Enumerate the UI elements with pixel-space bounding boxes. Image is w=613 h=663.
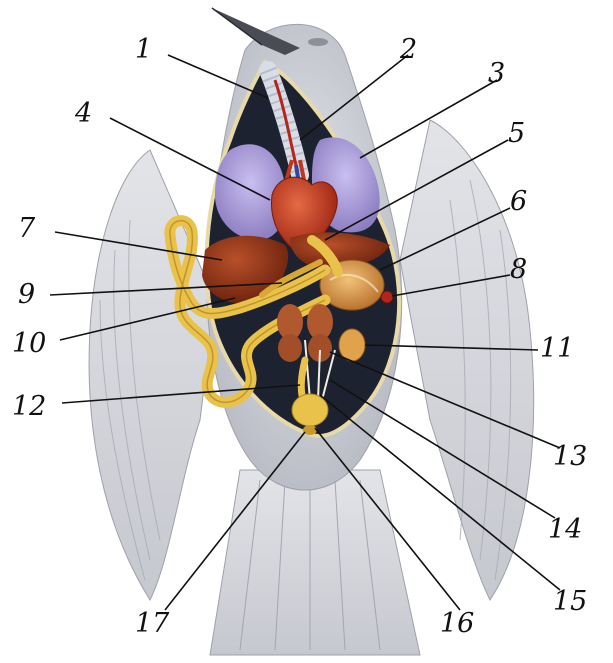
tail <box>210 470 420 655</box>
label-1: 1 <box>135 34 152 65</box>
label-5: 5 <box>508 118 525 149</box>
label-11: 11 <box>540 333 574 364</box>
label-14: 14 <box>548 514 582 545</box>
cloaca-opening <box>303 425 317 435</box>
label-3: 3 <box>488 58 505 89</box>
label-10: 10 <box>12 328 46 359</box>
label-17: 17 <box>135 608 170 639</box>
label-16: 16 <box>440 608 474 639</box>
label-8: 8 <box>510 254 527 285</box>
label-15: 15 <box>553 586 587 617</box>
label-6: 6 <box>510 186 527 217</box>
label-12: 12 <box>12 391 46 422</box>
cloaca <box>292 394 328 426</box>
label-4: 4 <box>74 98 92 129</box>
left-wing <box>89 150 215 600</box>
label-7: 7 <box>18 213 36 244</box>
label-13: 13 <box>553 441 587 472</box>
eye <box>308 38 328 46</box>
label-9: 9 <box>18 279 35 310</box>
gonad <box>339 329 365 361</box>
label-2: 2 <box>399 34 417 65</box>
spleen <box>381 291 393 303</box>
